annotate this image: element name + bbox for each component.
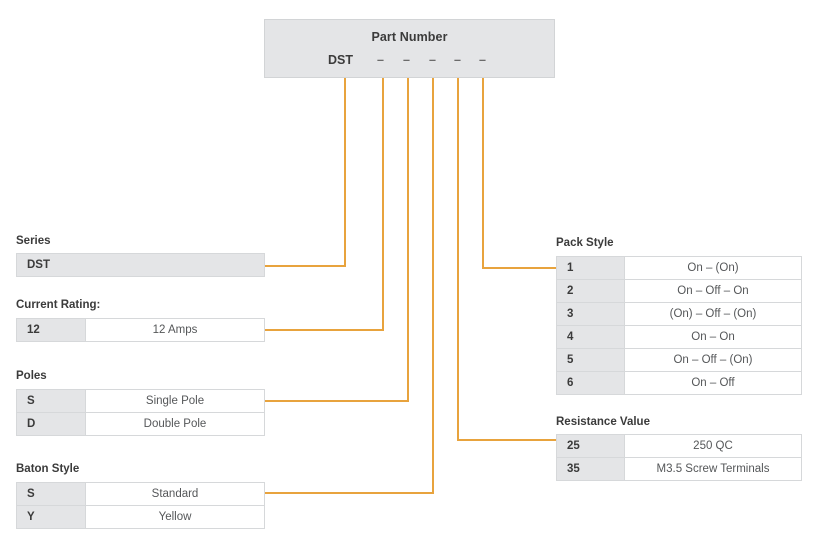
series-code-cell: DST bbox=[16, 253, 265, 277]
connector-pack-style-horizontal bbox=[482, 267, 556, 269]
part-number-code-row: DST – – – – – bbox=[265, 53, 554, 75]
resistance-value-code-cell-2: 35 bbox=[556, 457, 625, 481]
series-table: DST bbox=[16, 253, 265, 277]
poles-label: Poles bbox=[16, 370, 47, 382]
current-rating-label: Current Rating: bbox=[16, 299, 101, 311]
part-number-prefix: DST bbox=[328, 53, 353, 67]
poles-code-cell-1: S bbox=[16, 389, 86, 413]
connector-baton-style-vertical bbox=[432, 78, 434, 494]
pack-style-code-cell-3: 3 bbox=[556, 302, 625, 326]
table-row[interactable]: DST bbox=[16, 253, 265, 277]
connector-poles-horizontal bbox=[264, 400, 409, 402]
part-number-dash-3: – bbox=[429, 53, 436, 67]
part-number-dash-1: – bbox=[377, 53, 384, 67]
table-row[interactable]: 1 On – (On) bbox=[556, 256, 802, 280]
connector-baton-style-horizontal bbox=[264, 492, 434, 494]
poles-code-cell-2: D bbox=[16, 412, 86, 436]
pack-style-code-cell-1: 1 bbox=[556, 256, 625, 280]
table-row[interactable]: S Single Pole bbox=[16, 389, 265, 413]
baton-style-code-cell-1: S bbox=[16, 482, 86, 506]
pack-style-code-cell-6: 6 bbox=[556, 371, 625, 395]
table-row[interactable]: 5 On – Off – (On) bbox=[556, 348, 802, 372]
pack-style-desc-cell-3: (On) – Off – (On) bbox=[624, 302, 802, 326]
connector-poles-vertical bbox=[407, 78, 409, 402]
poles-desc-cell-2: Double Pole bbox=[85, 412, 265, 436]
current-rating-table: 12 12 Amps bbox=[16, 318, 265, 342]
part-number-title: Part Number bbox=[371, 30, 448, 44]
pack-style-code-cell-4: 4 bbox=[556, 325, 625, 349]
baton-style-desc-cell-2: Yellow bbox=[85, 505, 265, 529]
baton-style-table: S Standard Y Yellow bbox=[16, 482, 265, 529]
table-row[interactable]: 12 12 Amps bbox=[16, 318, 265, 342]
resistance-value-label: Resistance Value bbox=[556, 416, 650, 428]
baton-style-desc-cell-1: Standard bbox=[85, 482, 265, 506]
connector-series-vertical bbox=[344, 78, 346, 267]
connector-current-rating-vertical bbox=[382, 78, 384, 331]
baton-style-code-cell-2: Y bbox=[16, 505, 86, 529]
table-row[interactable]: S Standard bbox=[16, 482, 265, 506]
resistance-value-desc-cell-1: 250 QC bbox=[624, 434, 802, 458]
poles-table: S Single Pole D Double Pole bbox=[16, 389, 265, 436]
resistance-value-code-cell-1: 25 bbox=[556, 434, 625, 458]
poles-desc-cell-1: Single Pole bbox=[85, 389, 265, 413]
connector-resistance-value-vertical bbox=[457, 78, 459, 441]
part-number-dash-2: – bbox=[403, 53, 410, 67]
baton-style-label: Baton Style bbox=[16, 463, 80, 475]
connector-series-horizontal bbox=[264, 265, 346, 267]
pack-style-desc-cell-6: On – Off bbox=[624, 371, 802, 395]
pack-style-label: Pack Style bbox=[556, 237, 614, 249]
current-rating-desc-cell: 12 Amps bbox=[85, 318, 265, 342]
table-row[interactable]: 4 On – On bbox=[556, 325, 802, 349]
resistance-value-desc-cell-2: M3.5 Screw Terminals bbox=[624, 457, 802, 481]
series-label: Series bbox=[16, 235, 51, 247]
table-row[interactable]: D Double Pole bbox=[16, 412, 265, 436]
pack-style-desc-cell-2: On – Off – On bbox=[624, 279, 802, 303]
pack-style-code-cell-2: 2 bbox=[556, 279, 625, 303]
part-number-dash-4: – bbox=[454, 53, 461, 67]
table-row[interactable]: Y Yellow bbox=[16, 505, 265, 529]
part-number-box: Part Number DST – – – – – bbox=[264, 19, 555, 78]
connector-resistance-value-horizontal bbox=[457, 439, 556, 441]
table-row[interactable]: 2 On – Off – On bbox=[556, 279, 802, 303]
table-row[interactable]: 35 M3.5 Screw Terminals bbox=[556, 457, 802, 481]
table-row[interactable]: 25 250 QC bbox=[556, 434, 802, 458]
pack-style-desc-cell-4: On – On bbox=[624, 325, 802, 349]
current-rating-code-cell: 12 bbox=[16, 318, 86, 342]
pack-style-code-cell-5: 5 bbox=[556, 348, 625, 372]
table-row[interactable]: 3 (On) – Off – (On) bbox=[556, 302, 802, 326]
table-row[interactable]: 6 On – Off bbox=[556, 371, 802, 395]
connector-current-rating-horizontal bbox=[264, 329, 384, 331]
pack-style-desc-cell-1: On – (On) bbox=[624, 256, 802, 280]
connector-pack-style-vertical bbox=[482, 78, 484, 269]
part-number-dash-5: – bbox=[479, 53, 486, 67]
pack-style-desc-cell-5: On – Off – (On) bbox=[624, 348, 802, 372]
resistance-value-table: 25 250 QC 35 M3.5 Screw Terminals bbox=[556, 434, 802, 481]
pack-style-table: 1 On – (On) 2 On – Off – On 3 (On) – Off… bbox=[556, 256, 802, 395]
